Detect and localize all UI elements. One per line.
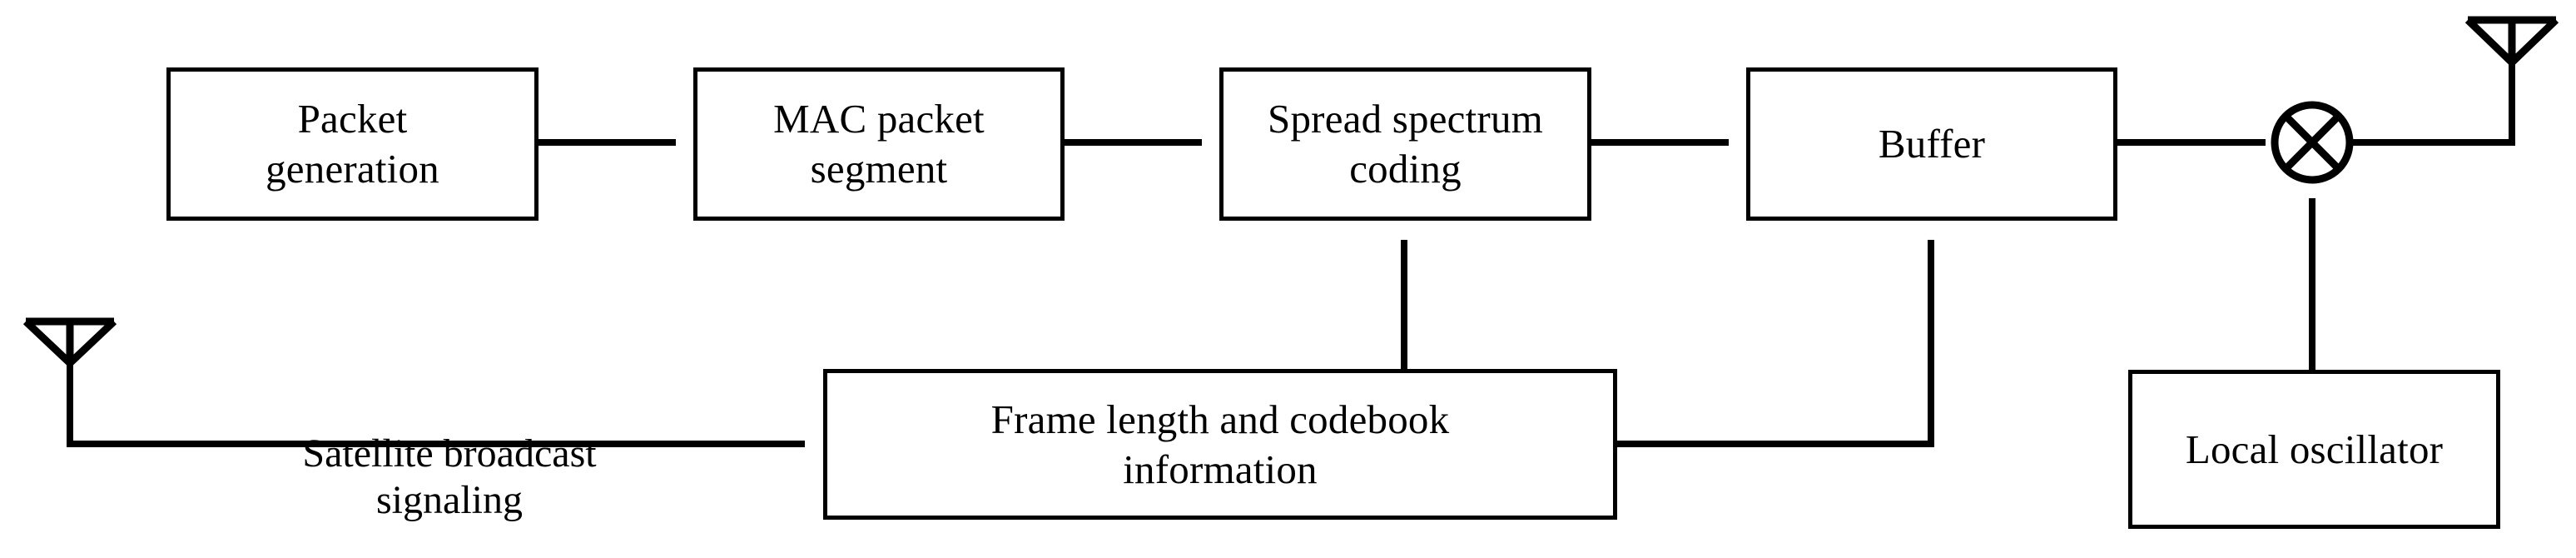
block-packet-generation[interactable]: Packet generation	[166, 67, 539, 221]
block-frame-length-codebook[interactable]: Frame length and codebook information	[823, 369, 1617, 520]
block-local-oscillator[interactable]: Local oscillator	[2128, 370, 2500, 529]
block-packet-generation-label: Packet generation	[266, 96, 439, 192]
block-buffer[interactable]: Buffer	[1746, 67, 2117, 221]
block-frame-length-codebook-label: Frame length and codebook information	[990, 396, 1450, 492]
mixer-icon[interactable]	[2271, 101, 2354, 184]
transmit-antenna-icon	[2464, 16, 2559, 66]
block-spread-spectrum-coding[interactable]: Spread spectrum coding	[1219, 67, 1591, 221]
block-buffer-label: Buffer	[1878, 121, 1986, 167]
connector-antenna-to-frame	[67, 363, 806, 447]
connector-mixer-to-antenna	[2353, 62, 2515, 146]
receive-antenna-icon	[22, 317, 117, 366]
block-mac-packet-segment-label: MAC packet segment	[773, 96, 985, 192]
block-local-oscillator-label: Local oscillator	[2185, 426, 2444, 472]
block-spread-spectrum-coding-label: Spread spectrum coding	[1268, 96, 1543, 192]
block-mac-packet-segment[interactable]: MAC packet segment	[693, 67, 1065, 221]
connector-frame-to-buffer	[1617, 239, 1934, 447]
